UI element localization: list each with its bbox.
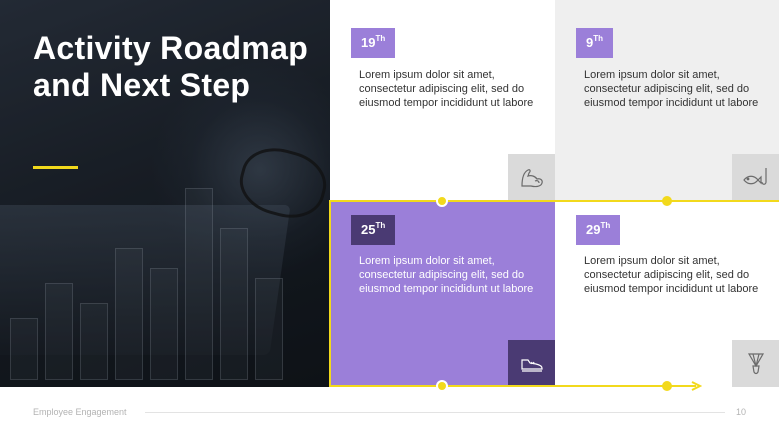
step-date-suffix: Th [375, 34, 386, 43]
step-date-number: 25 [361, 222, 376, 237]
sneaker-icon [508, 340, 555, 387]
step-date-number: 19 [361, 35, 376, 50]
fish-hook-icon [732, 154, 779, 201]
step-date-badge: 9Th [576, 28, 614, 58]
step-description: Lorem ipsum dolor sit amet, consectetur … [584, 69, 759, 109]
milestone-dot [436, 195, 448, 207]
step-description: Lorem ipsum dolor sit amet, consectetur … [359, 255, 534, 295]
slide-title: Activity Roadmap and Next Step [33, 30, 309, 103]
step-date-suffix: Th [593, 34, 604, 43]
step-date-suffix: Th [375, 221, 386, 230]
footer-divider [145, 412, 725, 413]
milestone-dot [662, 381, 672, 391]
roadmap-line-left [329, 200, 331, 387]
page-number: 10 [736, 407, 747, 417]
background-photo [0, 0, 330, 387]
step-date-number: 29 [586, 222, 601, 237]
step-card-2: 9Th Lorem ipsum dolor sit amet, consecte… [555, 0, 779, 201]
milestone-dot [436, 380, 448, 392]
title-underline [33, 166, 78, 169]
step-date-badge: 25Th [351, 215, 396, 245]
step-date-number: 9 [586, 35, 594, 50]
step-description: Lorem ipsum dolor sit amet, consectetur … [359, 69, 534, 109]
roadmap-line-bottom [330, 385, 696, 387]
step-description: Lorem ipsum dolor sit amet, consectetur … [584, 255, 759, 295]
step-card-4: 29Th Lorem ipsum dolor sit amet, consect… [555, 201, 779, 387]
roadmap-arrow-icon [691, 381, 702, 391]
hologram-bars [0, 60, 330, 380]
step-card-3: 25Th Lorem ipsum dolor sit amet, consect… [330, 201, 555, 387]
step-card-1: 19Th Lorem ipsum dolor sit amet, consect… [330, 0, 555, 201]
step-date-badge: 29Th [576, 215, 621, 245]
milestone-dot [662, 196, 672, 206]
shuttlecock-icon [732, 340, 779, 387]
footer-label: Employee Engagement [33, 407, 127, 417]
step-date-suffix: Th [600, 221, 611, 230]
roadmap-line-top [330, 200, 779, 202]
flexed-arm-icon [508, 154, 555, 201]
step-date-badge: 19Th [351, 28, 396, 58]
